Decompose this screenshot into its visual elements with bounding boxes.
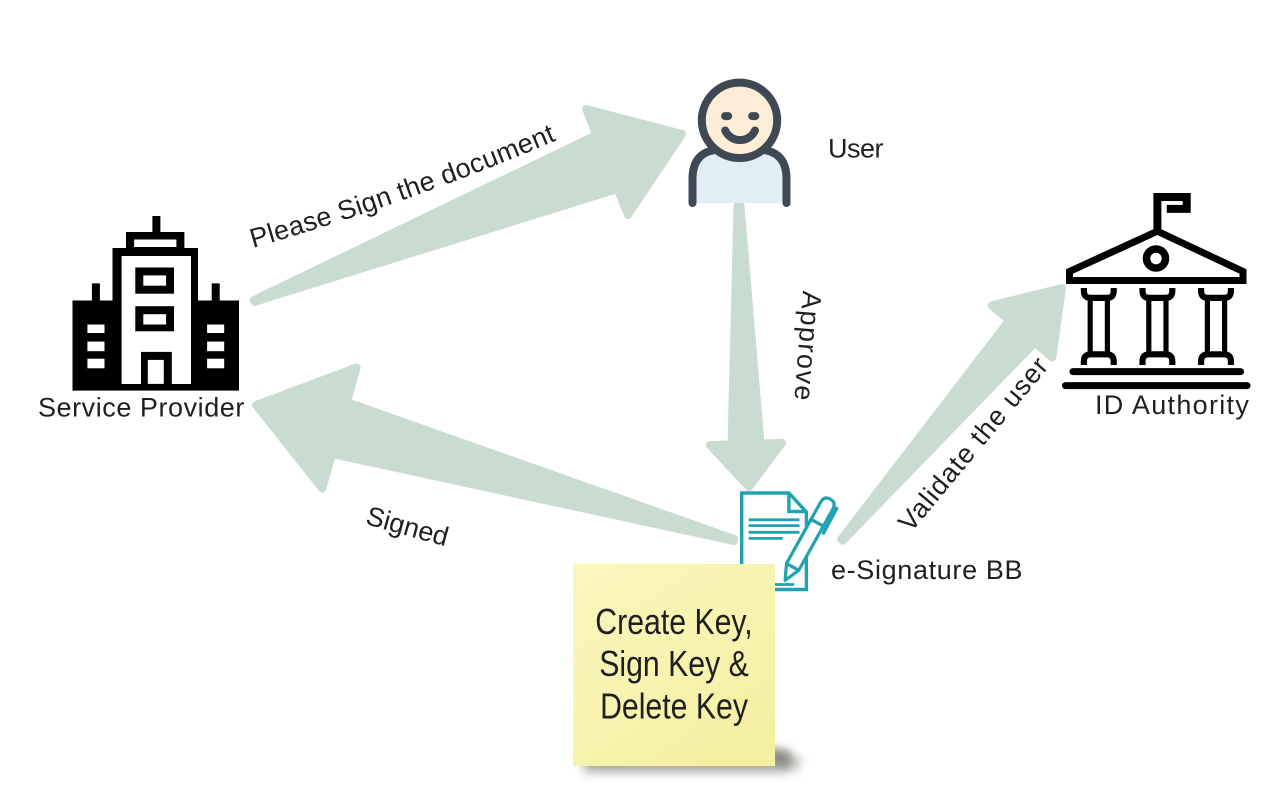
svg-text:e-Signature BB: e-Signature BB	[831, 555, 1023, 585]
svg-text:Service Provider: Service Provider	[38, 392, 245, 422]
svg-text:User: User	[828, 134, 884, 164]
svg-text:ID Authority: ID Authority	[1095, 390, 1250, 420]
svg-text:Create Key,: Create Key,	[595, 602, 752, 642]
svg-text:Delete Key: Delete Key	[600, 687, 748, 727]
svg-text:Sign Key &: Sign Key &	[599, 645, 749, 685]
